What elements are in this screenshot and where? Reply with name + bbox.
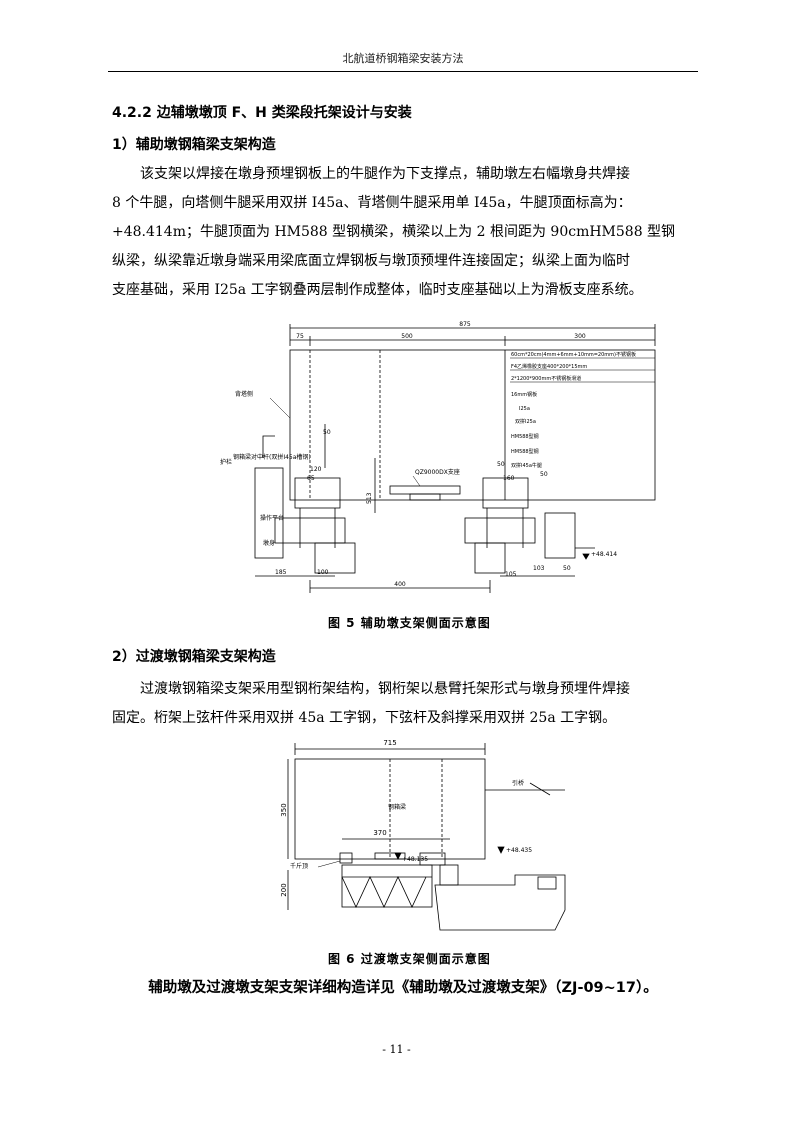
fig6-label-beam: 钢箱梁 [388,803,406,811]
fig5-legend-item: F4乙烯橡胶支座400*200*15mm [511,363,587,370]
fig5-legend-item: I25a [519,406,530,412]
fig5-legend-item: 双拼I45a牛腿 [511,462,542,469]
fig5-legend-item: HM588型钢 [511,448,539,455]
fig6-label-approach: 引桥 [512,779,524,787]
fig5-dim-160: 160 [503,475,515,482]
paragraph-1-line: 该支架以焊接在墩身预埋钢板上的牛腿作为下支撑点，辅助墩左右幅墩身共焊接 [140,166,630,182]
fig5-dim-400: 400 [394,581,406,588]
fig5-dim-50: 50 [323,429,331,436]
subsection-heading-2: 2）过渡墩钢箱梁支架构造 [112,649,276,665]
fig5-label-pier: 墩身 [263,539,275,547]
fig6-label-elev2: +48.435 [506,847,532,854]
fig6-label-jack: 千斤顶 [290,862,308,870]
fig5-dim-185: 185 [275,569,287,576]
fig5-dim-left: 75 [296,333,304,340]
figure-6-caption: 图 6 过渡墩支架侧面示意图 [328,952,491,966]
fig5-label-guardrail: 护栏 [220,458,232,466]
section-heading: 4.2.2 边辅墩墩顶 F、H 类梁段托架设计与安装 [112,105,412,121]
fig5-label-elev: +48.414 [591,551,617,558]
fig5-label-bearing: QZ9000DX支座 [415,468,460,476]
fig5-dim-65: 65 [307,475,315,482]
fig5-legend-item: 双拼I25a [515,418,536,425]
fig5-legend-item: 60cm*20cm(4mm+6mm+10mm=20mm)不锈钢板 [511,351,636,358]
fig5-dim-513: 513 [366,492,373,504]
fig5-dim-50c: 50 [540,471,548,478]
fig5-label-platform: 操作平台 [260,514,284,522]
fig5-legend-item: HM588型钢 [511,433,539,440]
fig5-dim-total: 875 [459,321,471,328]
paragraph-1-line: +48.414m；牛腿顶面为 HM588 型钢横梁，横梁以上为 2 根间距为 9… [112,224,676,240]
paragraph-2-line: 过渡墩钢箱梁支架采用型钢桁架结构，钢桁架以悬臂托架形式与墩身预埋件焊接 [140,681,630,697]
fig5-dim-right: 300 [574,333,586,340]
running-header: 北航道桥钢箱梁安装方法 [342,52,464,65]
fig5-dim-120: 120 [310,466,322,473]
paragraph-1: 该支架以焊接在墩身预埋钢板上的牛腿作为下支撑点，辅助墩左右幅墩身共焊接 8 个牛… [112,160,694,305]
fig5-legend-item: 16mm钢板 [511,391,537,398]
fig5-dim-mid: 500 [401,333,413,340]
page-number: - 11 - [382,1043,411,1056]
fig6-dim-bottom: 200 [280,883,288,896]
fig5-dim-105: 105 [505,571,517,578]
fig5-legend-item: 2*1200*900mm不锈钢板滑道 [511,375,581,382]
fig5-dim-50b: 50 [497,461,505,468]
fig6-dim-top: 715 [383,739,396,747]
fig5-dim-103: 103 [533,565,545,572]
paragraph-2: 过渡墩钢箱梁支架采用型钢桁架结构，钢桁架以悬臂托架形式与墩身预埋件焊接 固定。桁… [112,675,694,733]
fig6-dim-height: 350 [280,803,288,816]
fig5-dim-100: 100 [317,569,329,576]
fig5-label-steel-beam: 钢箱梁对中杆(双拼I45a槽钢) [233,453,311,461]
header-rule [108,71,698,72]
fig5-dim-50d: 50 [563,565,571,572]
fig6-dim-base: 370 [373,829,386,837]
reference-note: 辅助墩及过渡墩支架支架详细构造详见《辅助墩及过渡墩支架》（ZJ-09~17）。 [148,980,658,996]
figure-5-drawing: 875 75 500 300 50 120 65 513 50 50 160 1… [220,321,656,593]
paragraph-1-line: 支座基础，采用 I25a 工字钢叠两层制作成整体，临时支座基础以上为滑板支座系统… [112,282,643,298]
paragraph-2-line: 固定。桁架上弦杆件采用双拼 45a 工字钢，下弦杆及斜撑采用双拼 25a 工字钢… [112,710,617,726]
figure-5-caption: 图 5 辅助墩支架侧面示意图 [328,616,491,630]
subsection-heading-1: 1）辅助墩钢箱梁支架构造 [112,137,276,153]
paragraph-1-line: 8 个牛腿，向塔侧牛腿采用双拼 I45a、背塔侧牛腿采用单 I45a，牛腿顶面标… [112,195,632,211]
figure-6-drawing: 715 350 370 200 钢箱梁 引桥 千斤顶 +48.135 +48.4… [280,739,566,931]
fig5-label-tower-side: 背塔侧 [235,390,253,398]
fig6-label-elev1: +48.135 [402,856,428,863]
paragraph-1-line: 纵梁，纵梁靠近墩身端采用梁底面立焊钢板与墩顶预埋件连接固定；纵梁上面为临时 [112,253,630,269]
